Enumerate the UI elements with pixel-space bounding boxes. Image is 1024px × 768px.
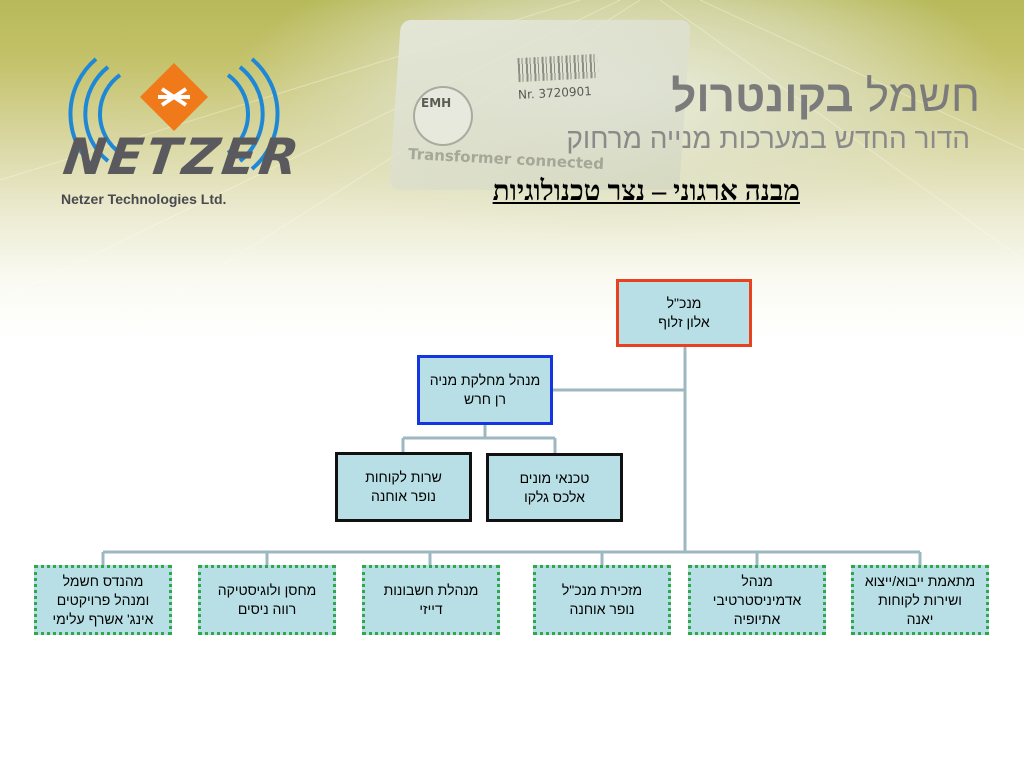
netzer-logo-icon: [68, 57, 280, 171]
org-box-line: רווה ניסים: [237, 601, 297, 617]
org-box-ceo: מנכ"ל אלון זלוף: [616, 279, 752, 347]
org-box-line: אינג' אשרף עלימי: [52, 610, 154, 627]
brand-subtitle: הדור החדש במערכות מנייה מרחוק: [566, 123, 970, 154]
org-box-name: רן חרש: [464, 391, 506, 407]
org-box-meter-technicians: טכנאי מונים אלכס גלקו: [486, 453, 623, 522]
brand-tagline-bold: בקונטרול: [671, 72, 854, 121]
emh-badge: [413, 86, 473, 146]
org-box-role: מנהל מחלקת מניה: [429, 372, 541, 388]
org-box-name: אלון זלוף: [658, 314, 710, 330]
org-box-import-export-coordinator: מתאמת ייבוא/ייצוא ושירות לקוחות יאנה: [851, 565, 989, 635]
org-box-line: ומנהל פרויקטים: [56, 591, 150, 608]
org-box-line: אדמיניסטרטיבי: [712, 591, 802, 608]
org-box-line: מנהלת חשבונות: [383, 582, 479, 598]
org-box-name: נופר אוחנה: [371, 488, 436, 504]
org-box-meter-dept-manager: מנהל מחלקת מניה רן חרש: [417, 355, 553, 425]
org-box-line: מתאמת ייבוא/ייצוא: [864, 572, 976, 589]
org-box-customer-service: שרות לקוחות נופר אוחנה: [335, 452, 472, 522]
org-box-line: דייזי: [419, 601, 443, 617]
brand-tagline-light: חשמל: [865, 72, 980, 121]
emh-label: EMH: [421, 96, 452, 110]
org-box-role: מנכ"ל: [666, 295, 702, 311]
logo-company-name: Netzer Technologies Ltd.: [61, 191, 227, 207]
org-box-ceo-secretary: מזכירת מנכ"ל נופר אוחנה: [533, 565, 671, 635]
org-box-line: מזכירת מנכ"ל: [561, 582, 643, 598]
org-box-line: מחסן ולוגיסטיקה: [217, 582, 317, 598]
org-box-name: אלכס גלקו: [524, 488, 585, 505]
org-box-admin-manager: מנהל אדמיניסטרטיבי אתיופיה: [688, 565, 826, 635]
org-box-line: יאנה: [906, 610, 934, 627]
org-box-line: מהנדס חשמל: [62, 572, 144, 589]
org-box-line: מנהל: [741, 572, 773, 589]
page-title: מבנה ארגוני – נצר טכנולוגיות: [492, 176, 800, 207]
org-box-role: שרות לקוחות: [365, 469, 442, 485]
org-box-line: נופר אוחנה: [569, 601, 635, 617]
org-box-electrical-engineer: מהנדס חשמל ומנהל פרויקטים אינג' אשרף עלי…: [34, 565, 172, 635]
org-box-warehouse-logistics: מחסן ולוגיסטיקה רווה ניסים: [198, 565, 336, 635]
org-box-role: טכנאי מונים: [519, 469, 590, 486]
org-box-line: ושירות לקוחות: [878, 591, 962, 608]
brand-tagline: חשמל בקונטרול: [650, 72, 980, 122]
org-box-line: אתיופיה: [733, 610, 781, 627]
org-box-bookkeeper: מנהלת חשבונות דייזי: [362, 565, 500, 635]
